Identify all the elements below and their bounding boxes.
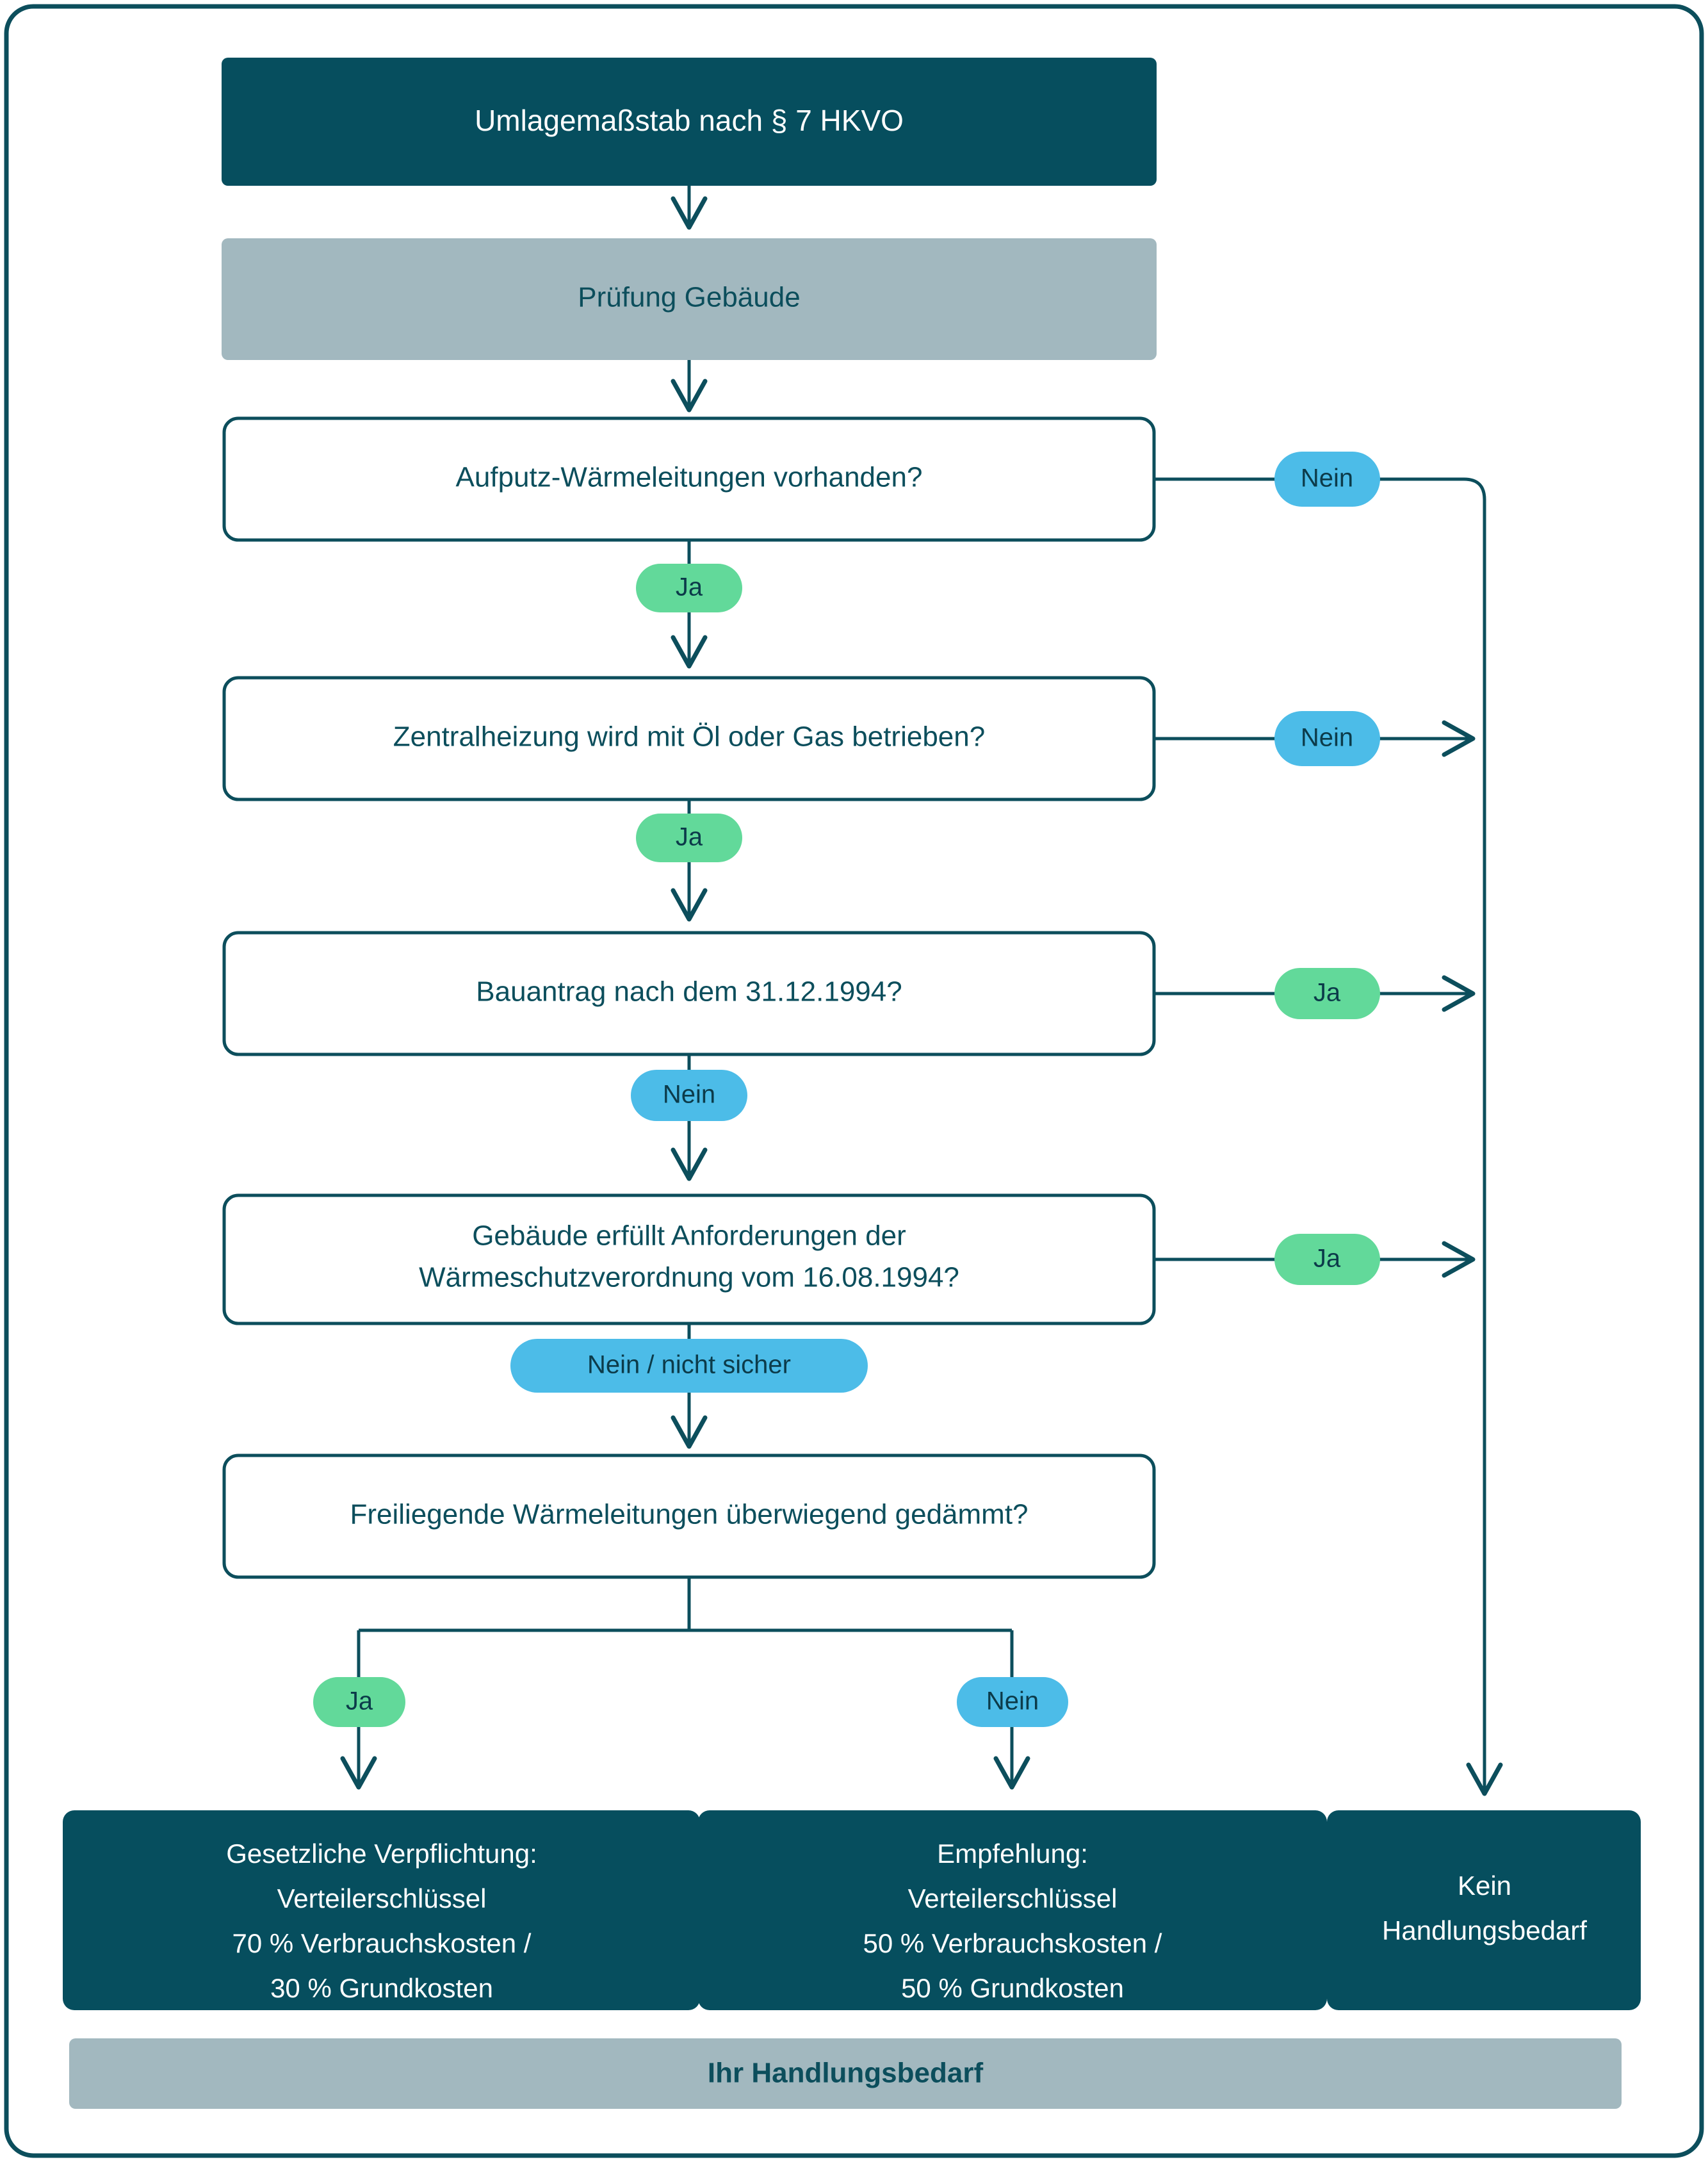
result-2-line2: Verteilerschlüssel [908,1883,1118,1913]
badge-d5-no [957,1677,1068,1727]
result-2-line1: Empfehlung: [937,1839,1088,1869]
header-title: Umlagemaßstab nach § 7 HKVO [475,104,904,137]
result-1-line1: Gesetzliche Verpflichtung: [226,1839,537,1869]
footer-bar [69,2038,1622,2109]
result-3-line1: Kein [1458,1871,1511,1901]
badge-d1-no-label: Nein [1301,464,1353,493]
badge-d4-yes-label: Ja [1314,1245,1341,1273]
badge-d2-no-label: Nein [1301,724,1353,752]
result-box-3 [1327,1810,1641,2010]
result-2-line4: 50 % Grundkosten [901,1973,1124,2003]
header-box [222,58,1157,186]
edge-d1-no-rail [1372,477,1486,1730]
decision-label-4-line1: Gebäude erfüllt Anforderungen der [472,1220,906,1252]
badge-d2-no [1274,711,1380,766]
badge-d3-no-label: Nein [663,1081,715,1109]
page-frame [4,4,1704,2158]
stage-box [222,238,1157,360]
badge-d4-no-label: Nein / nicht sicher [587,1351,791,1379]
badge-d2-yes [636,814,742,862]
badge-d3-yes-label: Ja [1314,979,1341,1007]
result-box-2 [698,1810,1327,2010]
decision-label-1: Aufputz-Wärmeleitungen vorhanden? [456,462,923,493]
result-1-line3: 70 % Verbrauchskosten / [232,1928,532,1958]
footer-label: Ihr Handlungsbedarf [708,2058,984,2089]
badge-d5-yes [313,1677,405,1727]
badge-d1-yes-label: Ja [676,573,703,602]
badge-d4-no [510,1339,868,1393]
result-2-line3: 50 % Verbrauchskosten / [863,1928,1162,1958]
decision-label-2: Zentralheizung wird mit Öl oder Gas betr… [393,721,985,753]
decision-label-3: Bauantrag nach dem 31.12.1994? [476,976,902,1008]
result-1-line4: 30 % Grundkosten [270,1973,493,2003]
badge-d4-yes [1274,1234,1380,1285]
decision-label-5: Freiliegende Wärmeleitungen überwiegend … [350,1499,1028,1530]
result-box-1 [63,1810,700,2010]
badge-d3-no [631,1070,747,1121]
result-3-line2: Handlungsbedarf [1382,1915,1587,1945]
badge-d2-yes-label: Ja [676,823,703,851]
decision-box-4[interactable] [222,1193,1156,1325]
badge-d5-no-label: Nein [986,1687,1039,1716]
badge-d3-yes [1274,968,1380,1019]
badge-d1-yes [636,564,742,612]
stage-label: Prüfung Gebäude [578,282,800,313]
result-1-line2: Verteilerschlüssel [277,1883,487,1913]
decision-label-4-line2: Wärmeschutzverordnung vom 16.08.1994? [419,1262,959,1293]
badge-d5-yes-label: Ja [346,1687,373,1716]
badge-d1-no [1274,452,1380,507]
